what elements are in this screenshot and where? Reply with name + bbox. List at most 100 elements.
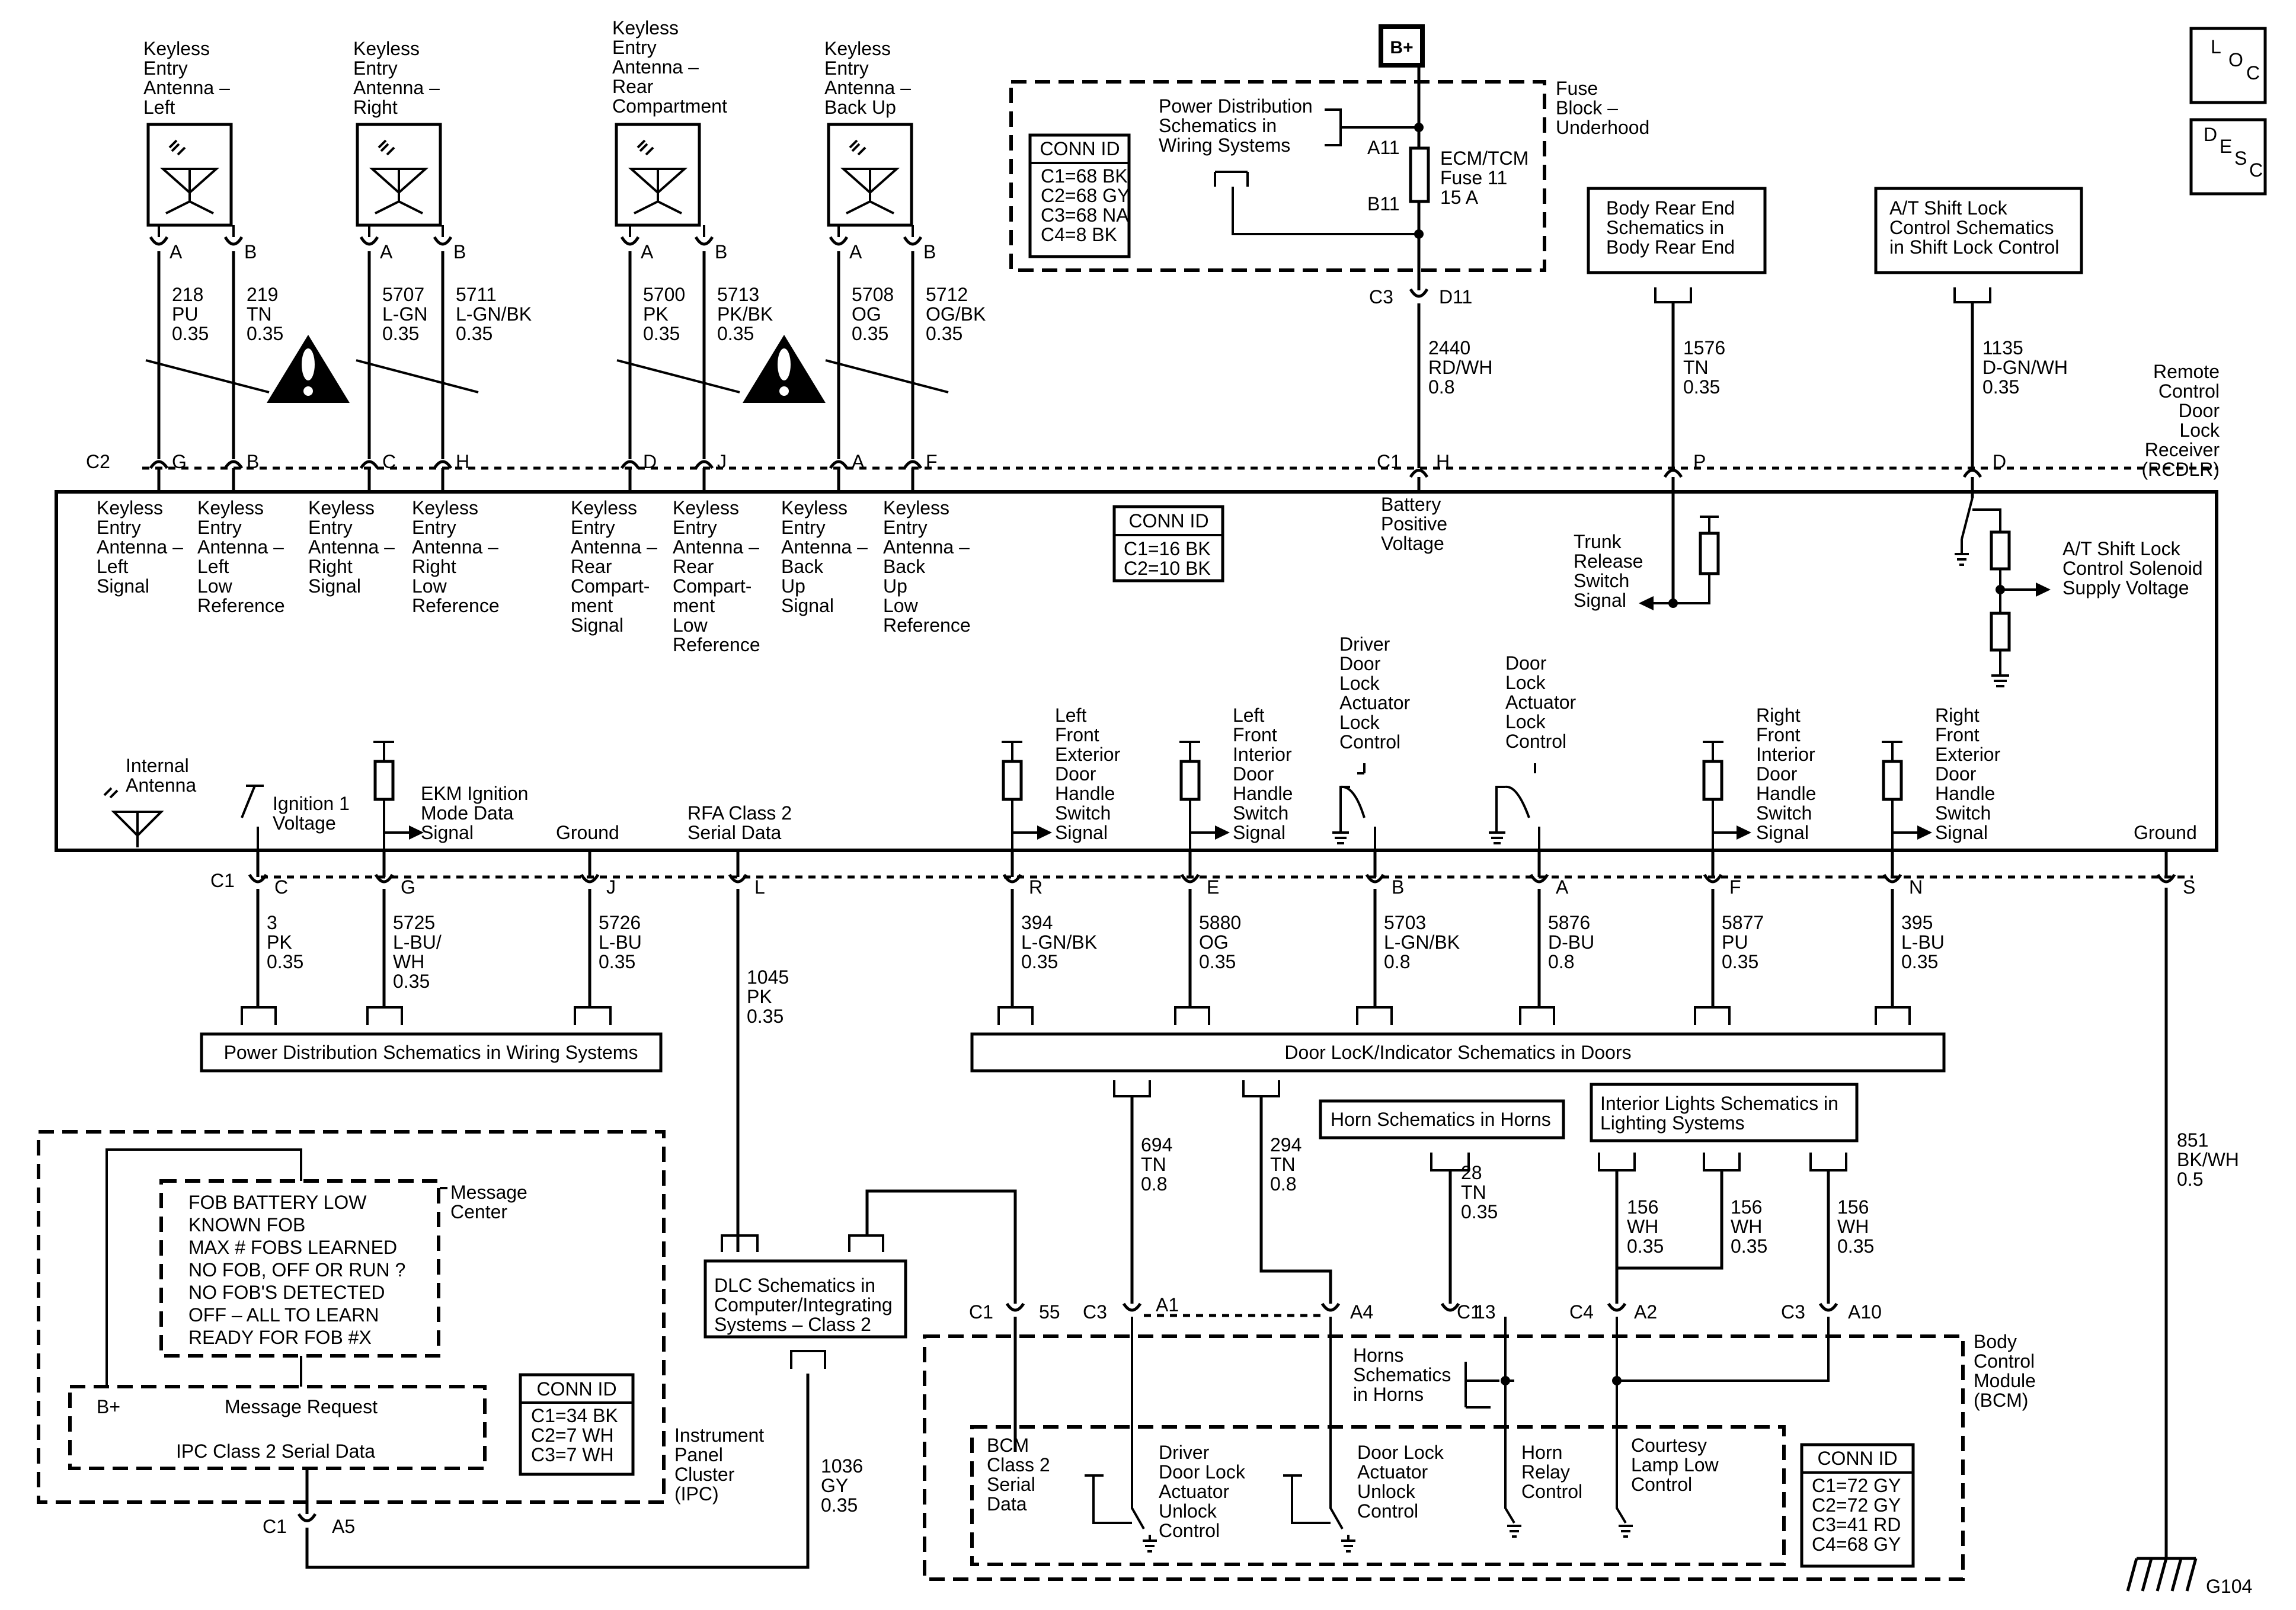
bcm-c1b: C1 bbox=[1457, 1301, 1481, 1323]
rcdlr-top-pin bbox=[359, 460, 379, 469]
bcm-conn-id-box bbox=[1800, 1443, 1915, 1568]
shift-lock-resistor-upper bbox=[1990, 530, 2011, 571]
ground-s-label: Ground bbox=[2134, 822, 2197, 843]
ekm-resistor bbox=[373, 760, 395, 801]
bcm-c4: C4 bbox=[1569, 1301, 1594, 1323]
fuse-out-connector: C3 bbox=[1369, 286, 1393, 308]
fuse-conn-id-title: CONN ID bbox=[1040, 138, 1120, 159]
message-center-outline bbox=[159, 1179, 440, 1358]
rcdlr-bottom-pin-label: A bbox=[1556, 876, 1569, 898]
rcdlr-conn-id-title: CONN ID bbox=[1128, 510, 1208, 532]
rcdlr-c1-top-pin: H bbox=[1436, 451, 1450, 472]
antenna-pin-label: B bbox=[715, 241, 727, 263]
rcdlr-bottom-pin bbox=[2156, 873, 2176, 884]
rcdlr-bottom-pin bbox=[1365, 873, 1385, 884]
rcdlr-bottom-pin bbox=[248, 873, 268, 884]
ipc-bplus: B+ bbox=[97, 1396, 120, 1417]
rcdlr-c1-top-label: C1 bbox=[1377, 451, 1401, 472]
ipc-outline bbox=[37, 1130, 666, 1504]
antenna-pin bbox=[359, 236, 379, 246]
power-distribution-bar[interactable]: Power Distribution Schematics in Wiring … bbox=[200, 1032, 663, 1073]
rcdlr-bottom-pin bbox=[580, 873, 600, 884]
ipc-serial-outline bbox=[68, 1385, 487, 1470]
message-request-label: Message Request bbox=[225, 1396, 378, 1417]
signal-icon bbox=[849, 139, 866, 156]
rcdlr-conn-id-box bbox=[1112, 505, 1224, 582]
ground-j-label: Ground bbox=[556, 822, 619, 843]
antenna-pin-label: A bbox=[641, 241, 654, 263]
rcdlr-top-pin bbox=[694, 460, 714, 469]
door-lock-bar[interactable]: Door LocK/Indicator Schematics in Doors bbox=[970, 1032, 1946, 1073]
antenna-pin-label: B bbox=[923, 241, 936, 263]
rcdlr-top-pin bbox=[223, 460, 244, 469]
loc-button[interactable]: LOC bbox=[2189, 27, 2267, 104]
signal-icon bbox=[168, 139, 186, 156]
horn-ref-label: Horn Schematics in Horns bbox=[1331, 1109, 1551, 1130]
fuse-element bbox=[1409, 146, 1430, 203]
ipc-conn-id-box bbox=[519, 1373, 635, 1476]
twist-mark bbox=[356, 359, 479, 393]
desc-button[interactable]: DESC bbox=[2189, 118, 2267, 196]
rcdlr-top-pin bbox=[620, 460, 640, 469]
ipc-connector: C1 bbox=[263, 1516, 287, 1537]
caution-icon-2 bbox=[743, 335, 826, 403]
bcm-pin55: 55 bbox=[1039, 1301, 1060, 1323]
bcm-inner-outline bbox=[970, 1425, 1786, 1566]
body-rear-pin: P bbox=[1693, 451, 1706, 472]
twist-mark bbox=[145, 359, 270, 393]
fuse-conn-id-box bbox=[1028, 133, 1131, 258]
antenna-pin-label: A bbox=[849, 241, 862, 263]
bcm-a2: A2 bbox=[1634, 1301, 1657, 1323]
antenna-pin bbox=[903, 236, 923, 246]
rcdlr-bottom-pin bbox=[1703, 873, 1723, 884]
trunk-pullup-resistor bbox=[1699, 532, 1720, 575]
bcm-a1: A1 bbox=[1156, 1294, 1179, 1315]
bcm-pin13: 13 bbox=[1475, 1301, 1496, 1323]
loc-label: LOC bbox=[2211, 36, 2260, 84]
rcdlr-bottom-pin-label: B bbox=[1392, 876, 1404, 898]
antenna-pin bbox=[829, 236, 849, 246]
rcdlr-bottom-pin-label: G bbox=[401, 876, 415, 898]
horn-reference[interactable]: Horn Schematics in Horns bbox=[1319, 1099, 1565, 1140]
antenna-icon bbox=[628, 168, 688, 201]
